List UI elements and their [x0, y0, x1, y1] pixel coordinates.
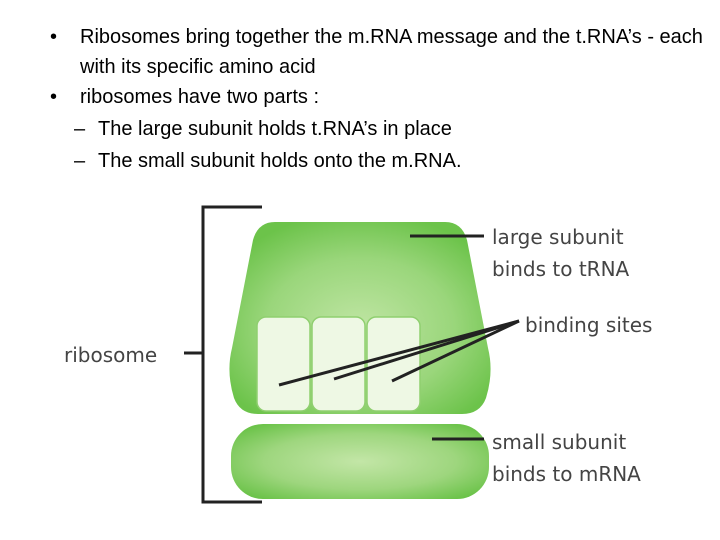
binding-site [311, 316, 366, 412]
large-subunit-label: large subunit [492, 225, 624, 249]
bullet-text: Ribosomes bring together the m.RNA messa… [80, 26, 703, 78]
sub-bullet-text: The large subunit holds t.RNA’s in place [98, 118, 452, 140]
small-subunit-label: small subunit [492, 430, 626, 454]
binding-site-pointer-line [278, 319, 520, 387]
large-subunit-label: binds to tRNA [492, 257, 630, 281]
sub-bullet-marker: – [74, 150, 86, 172]
ribosome-bracket [184, 205, 262, 504]
bullet-marker: • [50, 86, 58, 108]
sub-bullet-marker: – [74, 118, 86, 140]
small-subunit [231, 424, 489, 499]
binding-site [366, 316, 421, 412]
sub-bullet-text: The small subunit holds onto the m.RNA. [98, 150, 462, 172]
binding-site-pointer-line [391, 319, 520, 383]
small-subunit-label: binds to mRNA [492, 462, 641, 486]
binding-sites-label: binding sites [525, 313, 652, 337]
bullet-text: ribosomes have two parts : [80, 86, 319, 108]
binding-site [256, 316, 311, 412]
bullet-marker: • [50, 26, 58, 48]
ribosome-label: ribosome [64, 343, 157, 367]
binding-site-pointer-line [333, 319, 520, 381]
